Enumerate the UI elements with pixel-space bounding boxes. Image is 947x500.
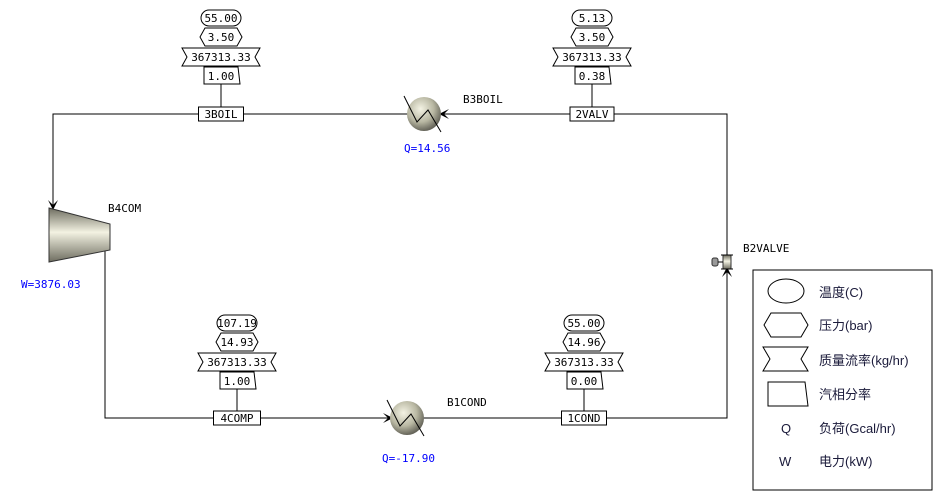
b2valve-label: B2VALVE: [743, 242, 789, 255]
compressor-icon: [48, 207, 111, 263]
mass-flow-shape: [197, 352, 277, 372]
legend-duty: 负荷(Gcal/hr): [819, 421, 896, 436]
heater-b1cond[interactable]: B1COND Q=-17.90: [382, 396, 487, 465]
legend-temperature: 温度(C): [819, 285, 863, 300]
stream-mass-flow: 367313.33: [562, 51, 622, 64]
stream-pressure: 14.96: [567, 336, 600, 349]
mass-flow-shape: [552, 47, 632, 67]
stream-vapor-fraction: 0.00: [571, 375, 598, 388]
legend-power: 电力(kW): [819, 454, 872, 469]
stream-id-label: 2VALV: [575, 108, 608, 121]
stream-id-tag[interactable]: [213, 410, 261, 426]
temperature-shape: [571, 9, 613, 27]
b4com-power: W=3876.03: [21, 278, 81, 291]
vapor-fraction-shape-icon: [767, 381, 809, 407]
stream-id-tag[interactable]: [198, 106, 244, 122]
mass-flow-shape: [181, 47, 261, 67]
pressure-shape-icon: [763, 312, 809, 338]
heater-b3boil[interactable]: B3BOIL Q=14.56: [403, 93, 503, 155]
stream-pressure: 3.50: [579, 31, 606, 44]
stream-4comp-line[interactable]: [104, 250, 390, 419]
pressure-shape: [215, 332, 259, 352]
b1cond-duty: Q=-17.90: [382, 452, 435, 465]
compressor-b4com[interactable]: B4COM W=3876.03: [21, 202, 141, 291]
legend-vapor-fraction: 汽相分率: [819, 387, 871, 402]
stream-temperature: 107.19: [217, 317, 257, 330]
stream-pressure: 14.93: [220, 336, 253, 349]
stream-tables: 55.00 3.50 367313.33 1.00 3BOIL 5.13 3.50 36731…: [181, 9, 632, 426]
b3boil-duty: Q=14.56: [404, 142, 450, 155]
pressure-shape: [199, 27, 243, 47]
stream-vapor-fraction: 0.38: [579, 70, 606, 83]
stream-id-label: 1COND: [567, 412, 600, 425]
temperature-shape: [200, 9, 242, 27]
legend: 温度(C) 压力(bar) 质量流率(kg/hr) 汽相分率 Q 负荷(Gcal…: [752, 269, 933, 491]
vapor-fraction-shape: [203, 66, 241, 85]
stream-vapor-fraction: 1.00: [224, 375, 251, 388]
legend-q-symbol: Q: [781, 421, 791, 436]
stream-3boil-line[interactable]: [52, 113, 441, 208]
valve-icon: [711, 254, 733, 270]
arrow-down-icon: [48, 200, 58, 210]
stream-id-tag[interactable]: [569, 106, 615, 122]
valve-b2valve[interactable]: B2VALVE: [711, 242, 789, 270]
temperature-shape-icon: [767, 278, 805, 304]
vapor-fraction-shape: [219, 371, 257, 390]
stream-mass-flow: 367313.33: [554, 356, 614, 369]
stream-3boil[interactable]: 55.00 3.50 367313.33 1.00 3BOIL: [181, 9, 261, 122]
arrow-up-icon: [722, 267, 732, 277]
legend-w-symbol: W: [779, 454, 792, 469]
stream-mass-flow: 367313.33: [191, 51, 251, 64]
stream-lines: [52, 113, 728, 419]
mass-flow-shape: [544, 352, 624, 372]
mass-flow-shape-icon: [762, 346, 809, 372]
stream-vapor-fraction: 1.00: [208, 70, 235, 83]
stream-id-label: 3BOIL: [204, 108, 237, 121]
stream-2valv-line[interactable]: [441, 113, 728, 256]
flow-arrows: [48, 109, 732, 423]
stream-temperature: 55.00: [567, 317, 600, 330]
stream-id-label: 4COMP: [220, 412, 253, 425]
arrow-right-icon: [383, 413, 393, 423]
stream-4comp[interactable]: 107.19 14.93 367313.33 1.00 4COMP: [197, 314, 277, 426]
temperature-shape: [216, 314, 258, 332]
vapor-fraction-shape: [574, 66, 612, 85]
pressure-shape: [570, 27, 614, 47]
vapor-fraction-shape: [566, 371, 604, 390]
b4com-label: B4COM: [108, 202, 141, 215]
pressure-shape: [562, 332, 606, 352]
arrow-left-icon: [439, 109, 449, 119]
stream-pressure: 3.50: [208, 31, 235, 44]
stream-1cond-line[interactable]: [423, 270, 728, 419]
b1cond-label: B1COND: [447, 396, 487, 409]
legend-pressure: 压力(bar): [819, 318, 872, 333]
stream-mass-flow: 367313.33: [207, 356, 267, 369]
stream-temperature: 55.00: [204, 12, 237, 25]
temperature-shape: [563, 314, 605, 332]
b3boil-label: B3BOIL: [463, 93, 503, 106]
stream-id-tag[interactable]: [561, 410, 607, 426]
stream-2valv[interactable]: 5.13 3.50 367313.33 0.38 2VALV: [552, 9, 632, 122]
stream-1cond[interactable]: 55.00 14.96 367313.33 0.00 1COND: [544, 314, 624, 426]
legend-mass-flow: 质量流率(kg/hr): [819, 353, 909, 368]
stream-temperature: 5.13: [579, 12, 606, 25]
